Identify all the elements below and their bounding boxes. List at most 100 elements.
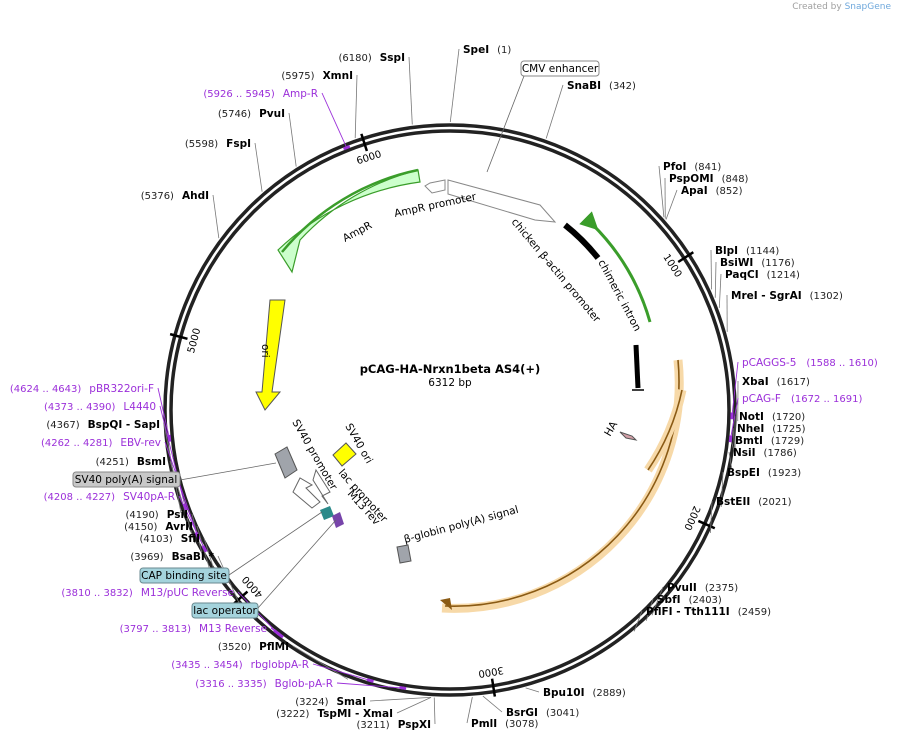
site-label[interactable]: (4103)SfiI xyxy=(139,533,200,545)
ampr-cds-outline xyxy=(281,168,419,253)
bglobin-label: β-globin poly(A) signal xyxy=(403,504,520,546)
site-label[interactable]: (5598)FspI xyxy=(185,138,251,150)
site-label[interactable]: MreI - SgrAI(1302) xyxy=(731,290,843,302)
site-label[interactable]: (5975)XmnI xyxy=(281,70,353,82)
sv40-promoter-arrow[interactable] xyxy=(292,477,321,509)
site-label[interactable]: NotI(1720) xyxy=(739,411,805,423)
site-position: (841) xyxy=(694,162,721,173)
site-name: BspEI xyxy=(727,467,760,479)
site-label[interactable]: BsiWI(1176) xyxy=(720,257,795,269)
site-name: PspOMI xyxy=(669,173,714,185)
primer-label[interactable]: (3810 .. 3832)M13/pUC Reverse xyxy=(61,587,234,599)
ampr-promoter-label: AmpR promoter xyxy=(393,191,478,220)
site-leader-line xyxy=(645,598,654,621)
site-position: (2375) xyxy=(705,583,738,594)
site-label[interactable]: (3222)TspMI - XmaI xyxy=(276,708,393,720)
site-label[interactable]: NheI(1725) xyxy=(737,423,806,435)
cap-binding-box[interactable]: CAP binding site xyxy=(139,567,230,584)
sv40-polya-block[interactable] xyxy=(274,446,298,479)
site-label[interactable]: (3969)BsaBI * xyxy=(130,551,214,563)
site-label[interactable]: BspEI(1923) xyxy=(727,467,801,479)
site-label[interactable]: Bpu10I(2889) xyxy=(543,687,626,699)
lac-promoter-arrow[interactable] xyxy=(312,468,331,505)
primer-name: M13 Reverse xyxy=(199,623,267,635)
primer-name: M13/pUC Reverse xyxy=(141,587,234,599)
site-label[interactable]: (4251)BsmI xyxy=(96,456,166,468)
sv40-ori-block[interactable] xyxy=(332,442,357,467)
site-label[interactable]: SbfI(2403) xyxy=(657,594,722,606)
site-label[interactable]: (4150)AvrII xyxy=(124,521,193,533)
cmv-enhancer-box[interactable]: CMV enhancer xyxy=(520,60,600,77)
ha-tag[interactable] xyxy=(619,431,638,441)
ampr-cds[interactable] xyxy=(277,169,421,274)
bglobin-polya-block[interactable] xyxy=(396,544,412,564)
site-name: ApaI xyxy=(681,185,708,197)
lac-operator-box[interactable]: lac operator xyxy=(191,602,259,619)
site-leader-line xyxy=(354,74,358,139)
sv40-polya-box[interactable]: SV40 poly(A) signal xyxy=(72,471,181,488)
primer-label[interactable]: (3797 .. 3813) M13 Reverse xyxy=(120,623,267,635)
primer-label[interactable]: pCAG-F(1672 .. 1691) xyxy=(742,393,862,405)
lac-op-block[interactable] xyxy=(332,512,344,528)
primer-position: (1588 .. 1610) xyxy=(806,358,878,369)
site-position: (1214) xyxy=(767,270,800,281)
chicken-promoter-bar[interactable] xyxy=(563,222,601,260)
site-label[interactable]: (3224)SmaI xyxy=(295,696,366,708)
cap-site-block[interactable] xyxy=(320,506,334,520)
primer-leader-line xyxy=(157,387,170,439)
site-label[interactable]: (4367)BspQI - SapI xyxy=(46,419,160,431)
site-label[interactable]: BsrGI(3041) xyxy=(506,707,579,719)
site-label[interactable]: ApaI(852) xyxy=(681,185,743,197)
primer-label[interactable]: (4624 .. 4643)pBR322ori-F xyxy=(10,383,154,395)
site-name: BlpI xyxy=(715,245,738,257)
site-label[interactable]: PmlI(3078) xyxy=(471,718,539,730)
site-label[interactable]: (5376)AhdI xyxy=(141,190,209,202)
primer-label[interactable]: (3435 .. 3454)rbglobpA-R xyxy=(171,659,309,671)
primer-label[interactable]: (4262 .. 4281)EBV-rev xyxy=(41,437,161,449)
ampr-promoter-arrow[interactable] xyxy=(447,179,557,223)
primer-label[interactable]: pCAGGS-5(1588 .. 1610) xyxy=(742,357,878,369)
site-label[interactable]: BstEII(2021) xyxy=(716,496,792,508)
site-position: (4150) xyxy=(124,522,157,533)
primer-leader-line xyxy=(336,682,403,689)
site-label[interactable]: SpeI(1) xyxy=(463,44,511,56)
primer-position: (3316 .. 3335) xyxy=(195,679,267,690)
site-label[interactable]: (3520)PflMI xyxy=(218,641,289,653)
site-label[interactable]: BmtI(1729) xyxy=(735,435,804,447)
site-label[interactable]: (3211)PspXI xyxy=(356,719,431,731)
site-name: BsmI xyxy=(137,456,166,468)
site-label[interactable]: PspOMI(848) xyxy=(669,173,749,185)
site-label[interactable]: PvuII(2375) xyxy=(667,582,738,594)
site-label[interactable]: XbaI(1617) xyxy=(742,376,810,388)
chimeric-intron-arrow[interactable] xyxy=(579,211,652,323)
svg-text:lac operator: lac operator xyxy=(193,605,257,617)
ampr-promoter-small[interactable] xyxy=(424,179,446,194)
ori-feature[interactable] xyxy=(255,299,286,411)
site-label[interactable]: PaqCI(1214) xyxy=(725,269,800,281)
primer-position: (1672 .. 1691) xyxy=(791,394,863,405)
site-label[interactable]: PfoI(841) xyxy=(663,161,721,173)
site-position: (1729) xyxy=(771,436,804,447)
primer-label[interactable]: (5926 .. 5945)Amp-R xyxy=(203,88,318,100)
site-name: BstEII xyxy=(716,496,750,508)
site-label[interactable]: SnaBI(342) xyxy=(567,80,636,92)
site-name: AhdI xyxy=(182,190,209,202)
backbone-inner xyxy=(169,129,731,691)
site-leader-line xyxy=(163,423,182,513)
site-name: FspI xyxy=(226,138,251,150)
site-label[interactable]: PflFI - Tth111I(2459) xyxy=(646,606,771,618)
site-label[interactable]: (6180)SspI xyxy=(338,52,405,64)
site-label[interactable]: NsiI (1786) xyxy=(733,447,797,459)
site-name: NsiI xyxy=(733,447,756,459)
site-label[interactable]: BlpI(1144) xyxy=(715,245,779,257)
site-label[interactable]: (4190)PsiI xyxy=(125,509,188,521)
site-label[interactable]: (5746)PvuI xyxy=(218,108,285,120)
primer-position: (3797 .. 3813) xyxy=(120,624,192,635)
primer-label[interactable]: (4373 .. 4390)L4440 xyxy=(44,401,156,413)
nrxn-cds-outer[interactable] xyxy=(441,359,684,613)
site-position: (1786) xyxy=(764,448,797,459)
site-leader-line xyxy=(396,697,432,714)
site-position: (1725) xyxy=(772,424,805,435)
primer-label[interactable]: (3316 .. 3335)Bglob-pA-R xyxy=(195,678,333,690)
primer-label[interactable]: (4208 .. 4227)SV40pA-R xyxy=(44,491,175,503)
